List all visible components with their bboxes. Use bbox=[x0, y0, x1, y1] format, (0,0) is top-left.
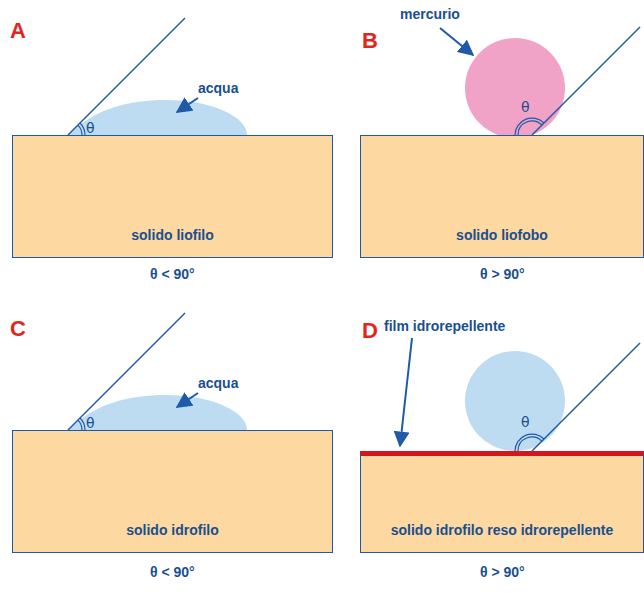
angle-arc bbox=[515, 434, 544, 451]
angle-arc bbox=[515, 118, 544, 135]
tangent-line bbox=[68, 18, 185, 135]
block-label: solido idrofilo bbox=[126, 522, 219, 538]
water-drop bbox=[68, 395, 247, 430]
leader-arrow bbox=[440, 28, 473, 55]
angle-caption: θ > 90° bbox=[480, 564, 525, 580]
angle-arc bbox=[518, 121, 542, 135]
tangent-line bbox=[532, 27, 640, 135]
angle-arc bbox=[518, 437, 542, 451]
leader-arrow bbox=[177, 98, 198, 112]
angle-arc bbox=[78, 420, 82, 430]
mercury-drop bbox=[465, 38, 565, 138]
angle-symbol: θ bbox=[521, 99, 530, 115]
angle-caption: θ < 90° bbox=[150, 266, 195, 282]
solid-block: solido liofobo bbox=[360, 135, 644, 258]
water-drop bbox=[465, 351, 565, 451]
angle-symbol: θ bbox=[521, 414, 530, 430]
angle-symbol: θ bbox=[86, 120, 95, 136]
water-drop bbox=[68, 100, 247, 135]
angle-symbol: θ bbox=[86, 415, 95, 431]
angle-caption: θ < 90° bbox=[150, 564, 195, 580]
leader-arrow bbox=[177, 393, 198, 407]
callout-label: acqua bbox=[198, 80, 238, 96]
angle-arc bbox=[80, 418, 85, 430]
block-label: solido liofobo bbox=[456, 227, 548, 243]
panel-letter: D bbox=[362, 318, 378, 343]
angle-caption: θ > 90° bbox=[480, 266, 525, 282]
angle-arc bbox=[78, 125, 82, 135]
angle-arc bbox=[80, 123, 85, 135]
solid-block: solido idrofilo bbox=[12, 430, 333, 553]
leader-arrow bbox=[400, 338, 412, 446]
block-label: solido liofilo bbox=[131, 227, 213, 243]
panel-letter: C bbox=[10, 316, 26, 341]
panel-letter: B bbox=[362, 28, 378, 53]
tangent-line bbox=[68, 313, 185, 430]
solid-block: solido idrofilo reso idrorepellente bbox=[360, 451, 644, 553]
panel-letter: A bbox=[10, 18, 26, 43]
tangent-line bbox=[532, 343, 640, 451]
callout-label: film idrorepellente bbox=[384, 318, 505, 334]
block-label: solido idrofilo reso idrorepellente bbox=[391, 522, 613, 538]
solid-block: solido liofilo bbox=[12, 135, 333, 258]
callout-label: mercurio bbox=[400, 6, 460, 22]
callout-label: acqua bbox=[198, 375, 238, 391]
